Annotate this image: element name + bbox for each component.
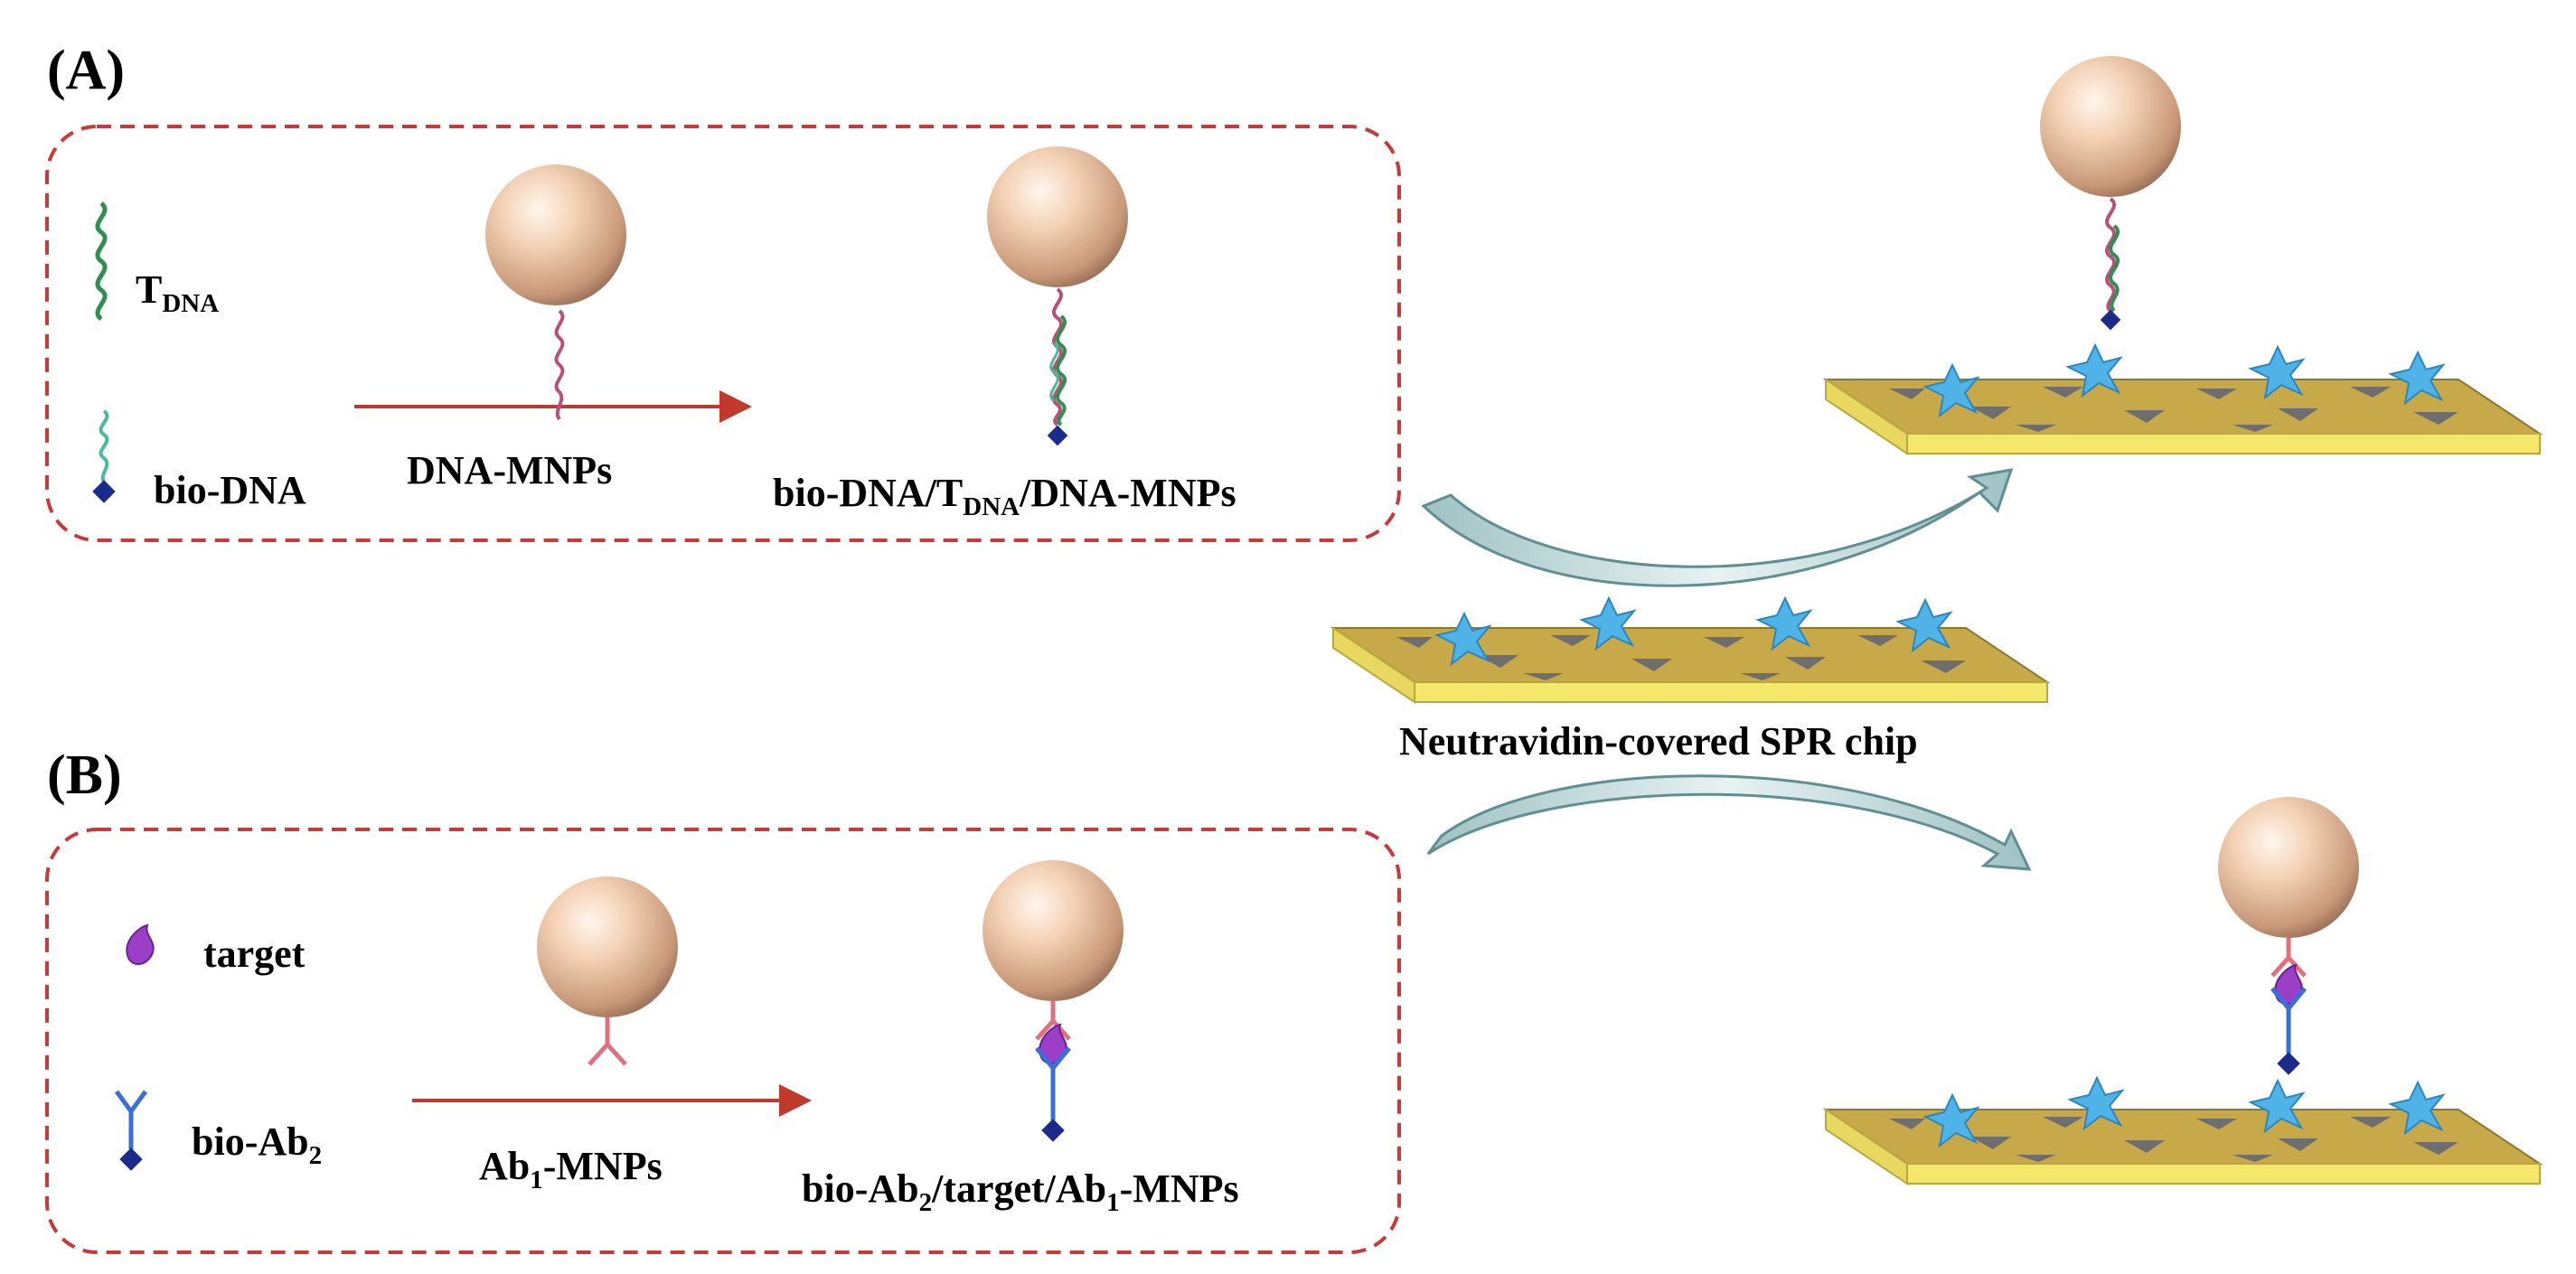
bio-dna-tdna-dna-mnps-label: bio-DNA/TDNA/DNA-MNPs — [773, 471, 1236, 521]
bio-dna-label: bio-DNA — [154, 468, 306, 512]
bio-dna-tdna-mnp-icon — [987, 146, 1128, 446]
top-right-spr-chip — [1825, 344, 2541, 454]
panel-a-box — [45, 125, 1401, 542]
bio-ab2-target-ab1-mnps-label: bio-Ab2/target/Ab1-MNPs — [802, 1166, 1239, 1217]
tdna-helix-icon — [95, 201, 108, 322]
panel-b-box — [45, 828, 1401, 1254]
curved-arrow-lower — [1426, 774, 2032, 871]
dna-mnp-bead-icon — [485, 164, 626, 421]
target-label: target — [203, 932, 306, 976]
ab1-mnp-bead-icon — [537, 876, 678, 1066]
center-spr-chip — [1332, 597, 2048, 703]
target-icon — [126, 923, 155, 966]
dna-mnps-label: DNA-MNPs — [407, 448, 612, 492]
bio-ab2-label: bio-Ab2 — [192, 1119, 322, 1170]
bottom-right-captured-bead-icon — [2218, 797, 2359, 1075]
bio-ab2-icon — [114, 1090, 148, 1171]
tdna-label: TDNA — [136, 267, 219, 318]
chip-label: Neutravidin-covered SPR chip — [1399, 719, 1918, 763]
top-right-captured-bead-icon — [2040, 56, 2181, 331]
bio-dna-icon — [92, 409, 116, 503]
ab1-mnps-label: Ab1-MNPs — [479, 1144, 663, 1194]
panel-a-label: (A) — [47, 40, 125, 101]
curved-arrow-upper — [1421, 468, 2014, 587]
bottom-right-spr-chip — [1825, 1077, 2541, 1185]
panel-b-label: (B) — [47, 745, 122, 806]
bio-ab2-target-ab1-mnp-icon — [982, 860, 1123, 1142]
